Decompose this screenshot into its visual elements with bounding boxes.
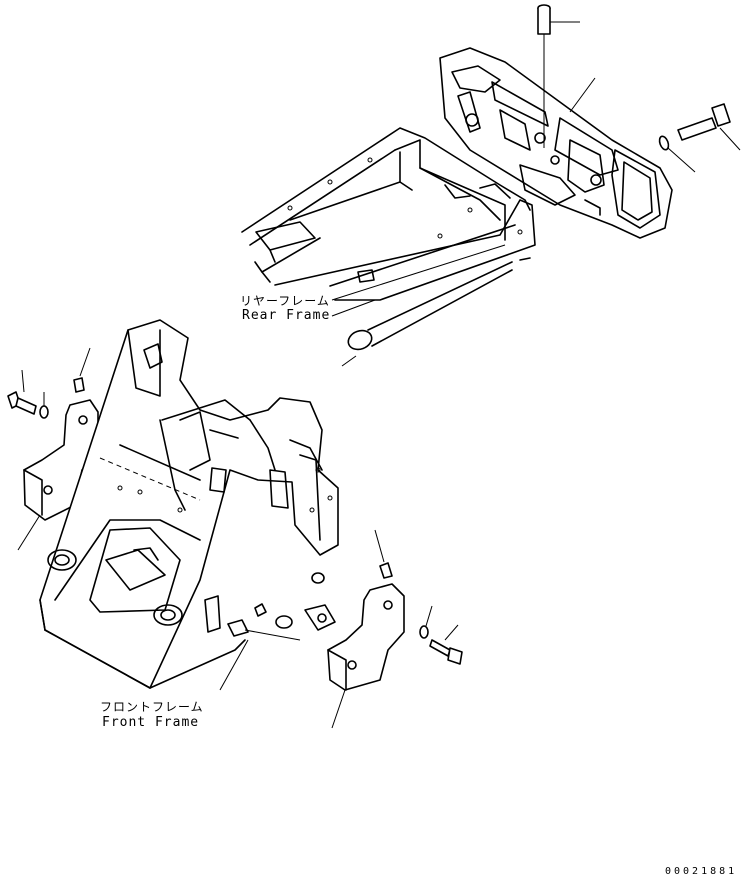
rear-frame-label-jp: リヤーフレーム [240,294,330,308]
left-bolt [7,347,91,419]
front-frame-leader [219,639,249,691]
rear-counterweight [439,47,673,239]
drawing-number: 00021881 [665,866,738,877]
long-pin [341,261,513,367]
front-frame-fittings [227,572,336,641]
lifting-pin [537,4,580,148]
right-bolt [374,529,463,665]
front-frame-label-jp: フロントフレーム [100,700,204,714]
rear-frame [241,127,536,301]
front-frame-label-en: Front Frame [102,715,200,730]
rear-frame-leader-1 [331,244,506,301]
rear-frame-label-en: Rear Frame [242,308,331,323]
front-frame [39,319,339,689]
counterweight-bolt [569,77,741,173]
rear-frame-leader-2 [331,299,376,317]
right-frame-weight [327,583,405,729]
left-frame-weight [17,399,99,551]
